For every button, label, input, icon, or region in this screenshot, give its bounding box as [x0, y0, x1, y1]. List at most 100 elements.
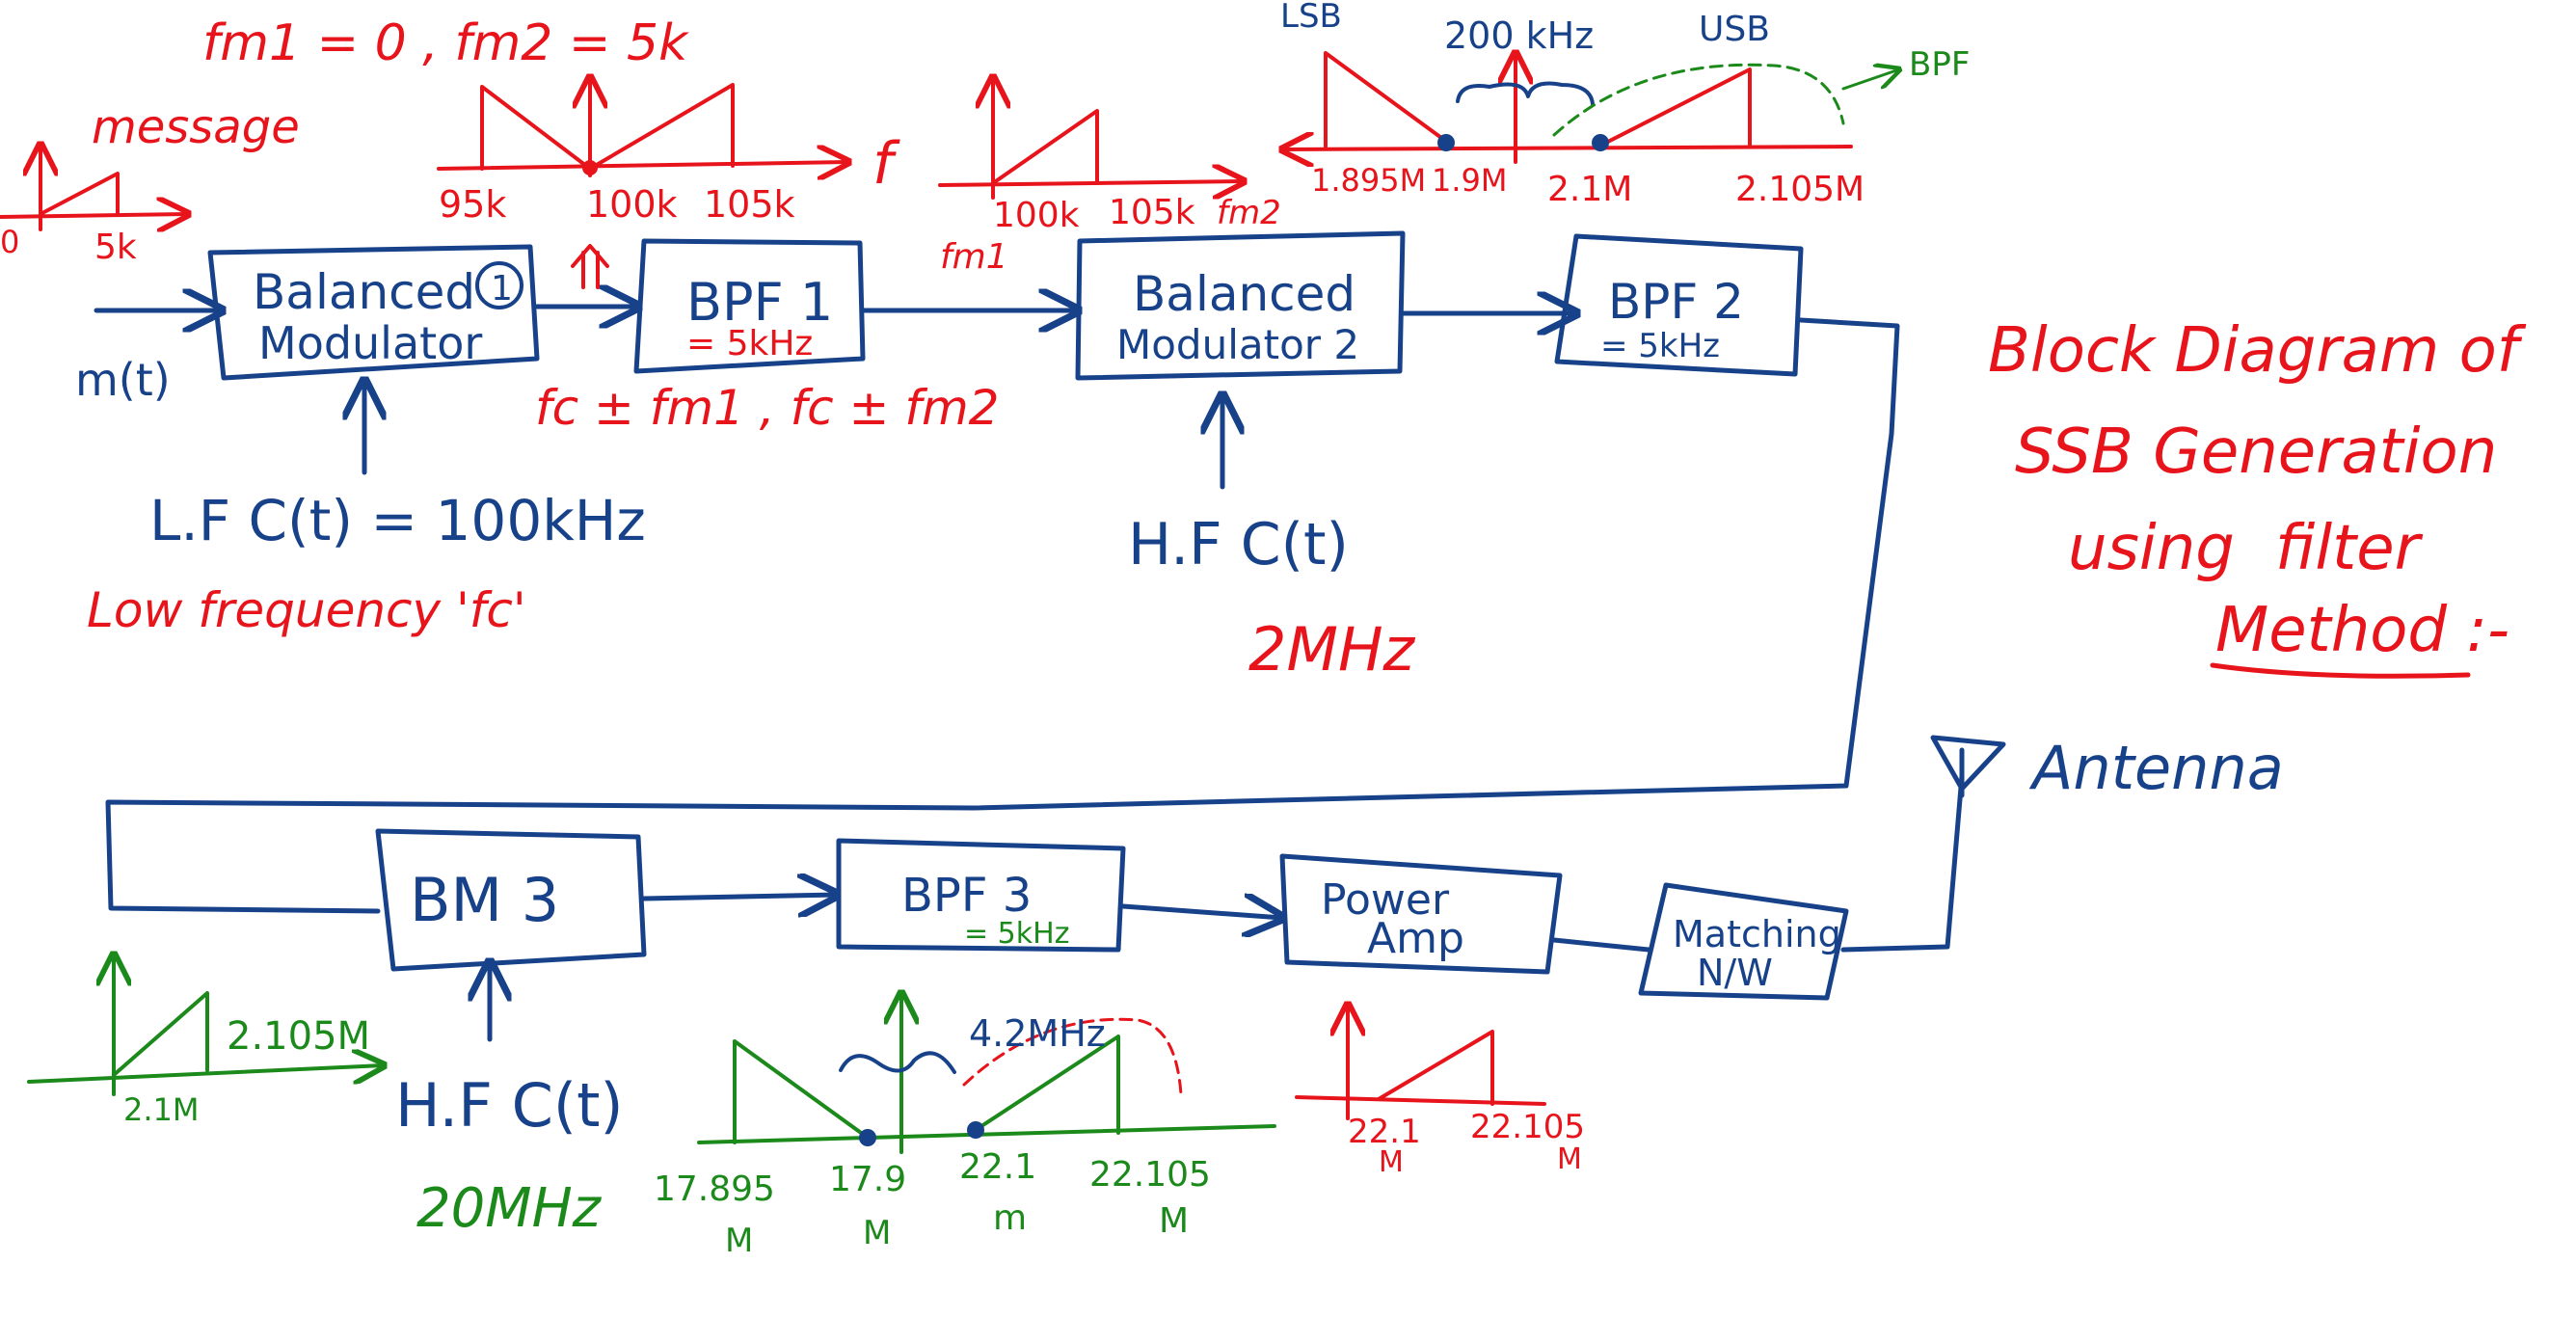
block-bpf-3: BPF 3 = 5kHz — [836, 838, 1126, 953]
bm2-spectrum-x-axis — [1282, 147, 1853, 149]
bm1-spectrum-lsb — [480, 85, 592, 171]
message-input-label: m(t) — [75, 354, 171, 406]
amp-tick-22105: 22.105 — [1470, 1108, 1585, 1146]
bm3-tick-179: 17.9 — [829, 1160, 906, 1199]
bpf1-bandwidth: = 5kHz — [686, 324, 813, 363]
spectrum-message: message 0 5k — [0, 100, 300, 267]
hf-carrier-2-label: H.F C(t) — [1128, 511, 1349, 578]
bpf2-spectrum-usb — [112, 991, 209, 1077]
amp-unit-1: M — [1379, 1145, 1404, 1179]
title-line-3b: filter — [2275, 513, 2424, 584]
message-tick-zero: 0 — [0, 224, 19, 260]
diagram-title: Block Diagram of SSB Generation using fi… — [1988, 315, 2527, 666]
power-amp-line-1: Power — [1321, 875, 1450, 925]
fm-values-label: fm1 = 0 , fm2 = 5k — [202, 14, 689, 72]
matching-line-2: N/W — [1697, 952, 1773, 994]
bm3-unit-3: m — [993, 1198, 1027, 1238]
bpf1-label-fm2: fm2 — [1217, 194, 1281, 232]
bpf-pointer-arrow — [1841, 69, 1899, 91]
spectrum-bm1-output: 95k 100k 105k f — [437, 77, 900, 226]
title-line-3a: using — [2068, 513, 2235, 584]
bm3-spectrum-lsb — [733, 1039, 870, 1144]
bm2-tick-19m: 1.9M — [1432, 162, 1508, 199]
message-x-axis — [0, 214, 188, 217]
bm3-spectrum-dot-lsb — [859, 1129, 876, 1146]
bm1-output-note: fc ± fm1 , fc ± fm2 — [535, 380, 999, 436]
bm3-spectrum-x-axis — [697, 1124, 1276, 1144]
amp-unit-2: M — [1557, 1142, 1582, 1176]
bm2-tick-2105m: 2.105M — [1735, 170, 1865, 209]
bm3-spectrum-usb — [974, 1035, 1120, 1135]
bm3-spectrum-dot-usb — [967, 1121, 984, 1139]
amp-spectrum-x-axis — [1295, 1095, 1546, 1106]
bm3-label-gap: 4.2MHz — [969, 1012, 1106, 1055]
bpf2-tick-21m: 2.1M — [123, 1091, 200, 1128]
bpf1-tick-100k: 100k — [993, 196, 1080, 235]
antenna-label: Antenna — [2028, 733, 2284, 803]
title-line-4: Method :- — [2215, 595, 2509, 666]
bm1-number-badge — [475, 261, 523, 309]
power-amp-line-2: Amp — [1367, 914, 1464, 963]
bpf1-label: BPF 1 — [686, 272, 833, 333]
bm3-label: BM 3 — [410, 865, 559, 935]
bm3-tick-17895: 17.895 — [654, 1169, 775, 1209]
block-matching-network: Matching N/W — [1638, 882, 1849, 1001]
bpf3-label: BPF 3 — [901, 869, 1032, 923]
lf-carrier-label: L.F C(t) = 100kHz — [149, 488, 646, 553]
bpf1-label-fm1: fm1 — [940, 237, 1008, 277]
bm2-label-gap: 200 kHz — [1444, 14, 1594, 57]
block-power-amp: Power Amp — [1279, 853, 1563, 975]
bm2-label-usb: USB — [1699, 10, 1770, 49]
hf-freq-2-label: 2MHz — [1248, 614, 1416, 685]
bm3-to-bpf3-arrow — [641, 895, 837, 899]
bm1-axis-f: f — [872, 130, 900, 198]
bm1-line-1: Balanced — [253, 264, 475, 320]
bm2-spectrum-dot-lsb — [1437, 134, 1455, 151]
spectrum-bpf1-output: 100k 105k fm2 fm1 — [938, 77, 1281, 277]
spectrum-amp-output: 22.1 22.105 M M — [1295, 1005, 1585, 1179]
message-tick-5k: 5k — [94, 228, 137, 267]
bpf1-tick-105k: 105k — [1109, 193, 1195, 232]
bm2-spectrum-dot-usb — [1592, 134, 1609, 151]
bm1-line-2: Modulator — [258, 317, 482, 369]
amp-tick-221: 22.1 — [1348, 1113, 1421, 1151]
matching-line-1: Matching — [1673, 913, 1841, 955]
bm2-gap-brace — [1456, 81, 1595, 106]
bm3-gap-brace — [839, 1051, 956, 1074]
bm2-label-bpf: BPF — [1909, 45, 1970, 84]
spectrum-bm3-output: 4.2MHz 17.895 17.9 22.1 22.105 M M m M — [654, 993, 1276, 1260]
block-bpf-2: BPF 2 = 5kHz — [1554, 233, 1804, 377]
bm2-tick-21m: 2.1M — [1547, 170, 1632, 209]
bpf2-line-2: = 5kHz — [1600, 327, 1720, 365]
bpf2-line-1: BPF 2 — [1608, 274, 1744, 330]
bm2-spectrum-lsb — [1324, 51, 1450, 148]
bm1-spectrum-x-axis — [437, 162, 848, 169]
bm2-tick-1895m: 1.895M — [1311, 162, 1426, 199]
bpf1-spectrum-usb — [991, 109, 1099, 185]
bm1-spectrum-usb — [588, 83, 735, 171]
amp-spectrum-usb — [1377, 1030, 1494, 1106]
block-bm-3: BM 3 — [375, 828, 647, 972]
title-line-1: Block Diagram of — [1988, 315, 2527, 387]
title-line-2: SSB Generation — [2015, 417, 2497, 488]
bm2-line-1: Balanced — [1133, 266, 1355, 322]
bpf3-passband-curve — [962, 1017, 1183, 1096]
bm3-unit-4: M — [1159, 1201, 1189, 1241]
bm2-label-lsb: LSB — [1280, 0, 1342, 36]
bpf-passband-curve — [1552, 63, 1845, 137]
bm2-spectrum-usb — [1600, 67, 1752, 147]
bm1-badge-label: 1 — [491, 269, 513, 309]
bm3-tick-221: 22.1 — [959, 1147, 1036, 1187]
bpf2-return-path — [105, 317, 1900, 914]
bm3-unit-1: M — [725, 1222, 753, 1260]
bm2-line-2: Modulator 2 — [1116, 321, 1359, 368]
bm1-spectrum-carrier-dot — [582, 160, 598, 175]
bpf2-spectrum-x-axis — [27, 1065, 384, 1082]
bm3-tick-22105: 22.105 — [1089, 1155, 1211, 1195]
spectrum-bm2-output: LSB 200 kHz USB BPF 1.895M 1.9M 2.1M 2.1… — [1280, 0, 1970, 209]
message-spectrum-title: message — [92, 100, 300, 154]
hf-freq-3-label: 20MHz — [416, 1177, 603, 1240]
bm1-tick-105k: 105k — [704, 183, 795, 226]
low-frequency-note: Low frequency 'fc' — [87, 582, 526, 638]
